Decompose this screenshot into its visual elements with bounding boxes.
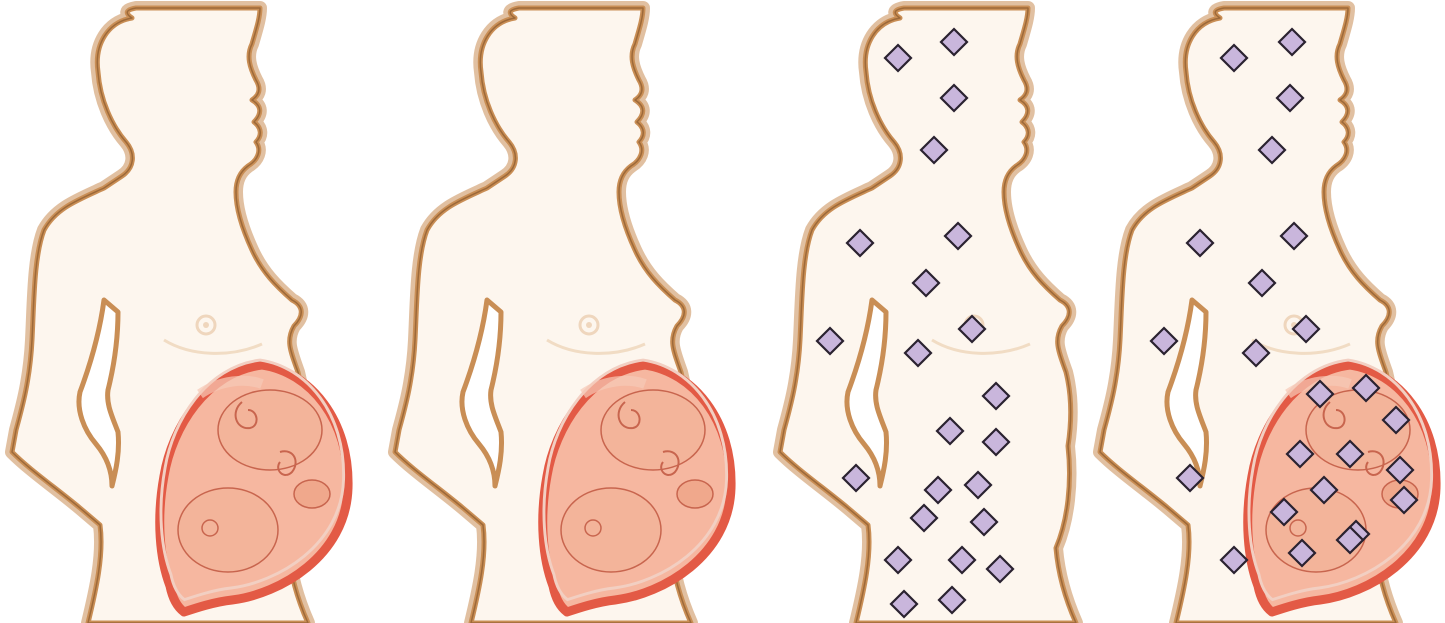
fetus-head: [178, 488, 278, 572]
fetus-foot: [294, 480, 330, 508]
figure-pregnant-no-exposure-2: [383, 0, 744, 623]
fetus-head: [561, 488, 661, 572]
figure-body-and-fetal-exposure: [1088, 0, 1445, 623]
fetus-body: [601, 390, 705, 470]
body-outline: [780, 8, 1076, 623]
figure-pregnant-no-exposure: [0, 0, 361, 623]
fetus-body: [218, 390, 322, 470]
silhouette: [780, 8, 1076, 623]
nipple-center: [203, 322, 209, 328]
fetus-foot: [677, 480, 713, 508]
nipple-center: [586, 322, 592, 328]
figure-body-exposure: [768, 0, 1129, 623]
